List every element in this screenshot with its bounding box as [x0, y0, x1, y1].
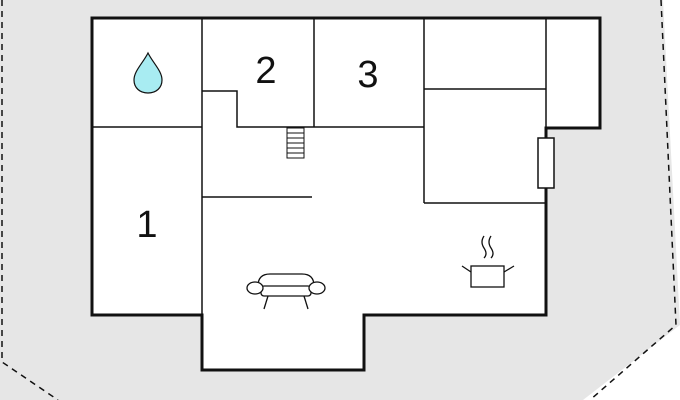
interior-walls: [92, 18, 547, 315]
cooking-pot-icon: [461, 235, 515, 288]
room-label-3: 3: [357, 54, 378, 96]
stairs-icon: [286, 127, 305, 159]
room-label-1: 1: [136, 204, 157, 246]
plot-boundary-right: [589, 0, 677, 400]
radiator-icon: [537, 137, 555, 189]
water-drop-icon: [133, 51, 163, 94]
room-label-2: 2: [255, 50, 276, 92]
plot-boundary-left: [1, 0, 59, 400]
sofa-icon: [246, 273, 326, 310]
